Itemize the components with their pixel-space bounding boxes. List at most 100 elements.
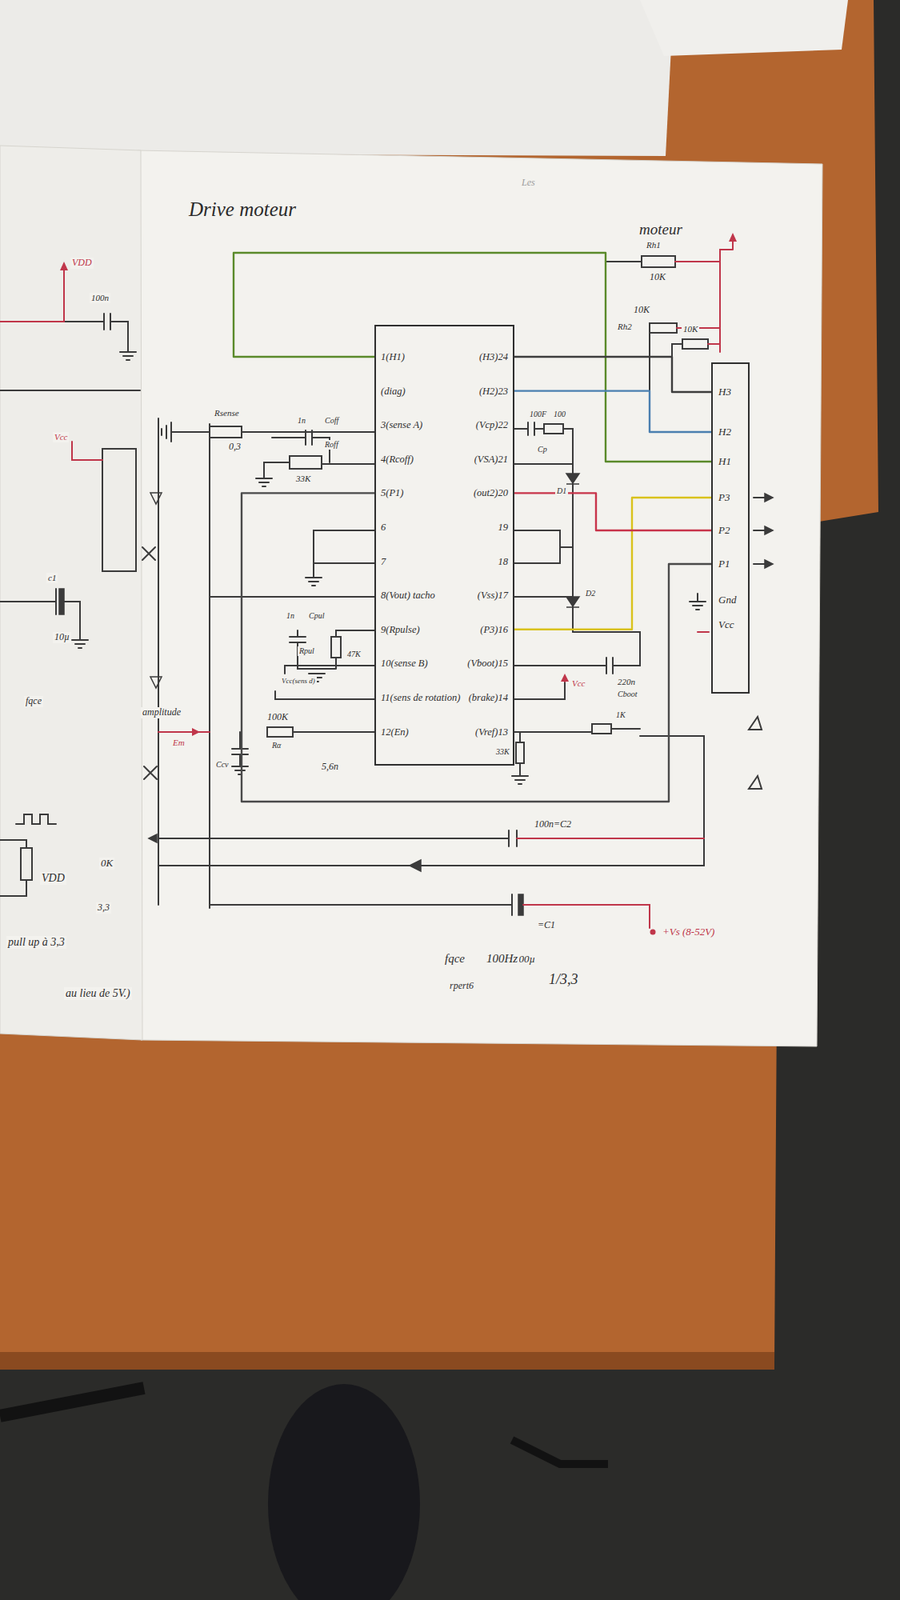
red-pencil-symbols [650, 929, 656, 936]
part-name: D1 [555, 486, 568, 496]
red-pencil-wiring [697, 631, 709, 633]
floor-objects [0, 1384, 608, 1600]
connector-pin-label: H3 [718, 386, 732, 399]
desk-edge [0, 1352, 775, 1370]
pencil-symbols [566, 473, 580, 484]
pencil-wiring [209, 894, 512, 916]
component-value: 10K [648, 272, 668, 284]
connector-pin-label: H1 [718, 456, 732, 468]
pencil-note: pull up à 3,3 [6, 936, 67, 949]
pencil-symbols [566, 483, 580, 485]
connector-pin-label: P2 [718, 524, 730, 537]
part-name: Rsense [212, 408, 241, 419]
pin-label: 10(sense B) [380, 657, 428, 669]
pencil-wiring [289, 456, 322, 469]
wire [514, 391, 712, 432]
pin-label: 6 [380, 521, 386, 533]
pencil-wiring [64, 313, 136, 360]
part-name: Roff [323, 440, 340, 450]
signal-name: Em [171, 737, 187, 748]
connector-pin-label: P3 [718, 492, 730, 504]
pin-label: 5(P1) [380, 487, 404, 499]
pin-label: 9(Rpulse) [380, 624, 420, 636]
component-value: 0K [99, 857, 115, 870]
component-value: 33K [294, 473, 312, 484]
paper-sheet [0, 0, 674, 156]
red-pencil-symbols [60, 261, 68, 271]
pencil-symbols [764, 526, 773, 535]
component-value: 100n [89, 292, 111, 304]
pencil-wiring [641, 256, 676, 268]
motor-connector: moteurH3H2H1P3P2P1GndVcc [711, 362, 750, 694]
pin-label: (Vcp)22 [476, 419, 508, 431]
pencil-note: fqce [24, 696, 44, 708]
red-pencil-symbols [192, 728, 200, 736]
pencil-wiring [16, 814, 56, 824]
pencil-wiring [20, 848, 32, 880]
component-value: 10µ [52, 632, 72, 644]
supply-label: Vcc [52, 432, 69, 443]
pencil-note: fqce [443, 952, 467, 966]
signal-name: Vcc [570, 678, 587, 689]
pencil-wiring [209, 596, 400, 598]
pencil-symbols [409, 860, 421, 872]
connector-pin-label: H2 [718, 426, 732, 439]
pencil-symbols [764, 493, 773, 502]
component-value: 33K [494, 747, 512, 757]
red-pencil-wiring [516, 837, 704, 840]
pencil-symbols [150, 676, 162, 688]
paper-sheet [137, 150, 823, 1047]
pencil-symbols [566, 606, 580, 608]
pin-label: 8(Vout) tacho [380, 589, 436, 601]
pencil-wiring [102, 448, 136, 572]
pencil-note: Les [520, 177, 537, 189]
part-name: Coff [323, 416, 340, 426]
connector-pin-label: Vcc [718, 619, 734, 632]
red-pencil-symbols [60, 232, 737, 936]
pin-label: (Vref)13 [475, 726, 508, 738]
pin-label: 4(Rcoff) [380, 453, 414, 465]
pin-label: 19 [498, 521, 509, 533]
pencil-wiring [142, 547, 157, 780]
paper-sheet [640, 0, 848, 56]
part-name: Rh1 [644, 240, 663, 251]
connector-heading: moteur [639, 220, 683, 239]
component-value: 1K [614, 710, 628, 720]
component-value: 10K [681, 324, 700, 335]
pencil-wiring [267, 727, 293, 737]
pencil-wiring [748, 716, 762, 730]
pencil-wiring [331, 636, 341, 658]
component-value: 5,6n [320, 761, 340, 773]
pin-label: (P3)16 [480, 624, 508, 636]
wire [514, 492, 712, 531]
pin-label: 7 [380, 556, 386, 568]
pencil-symbols [566, 596, 580, 607]
wire [514, 356, 712, 392]
pencil-note: au lieu de 5V.) [64, 987, 132, 1000]
floor-objects [268, 1384, 420, 1600]
red-pencil-wiring [72, 441, 103, 460]
pin-label: (H2)23 [479, 385, 508, 397]
component-value: 3,3 [96, 902, 112, 914]
supply-label: VDD [40, 872, 67, 885]
pin-label: 1(H1) [380, 351, 405, 363]
pencil-symbols [150, 492, 162, 504]
pencil-wiring [748, 776, 762, 789]
paper-sheet [0, 145, 143, 1040]
pencil-symbols [764, 560, 773, 568]
pencil-wiring [605, 261, 683, 392]
supply-label: +Vs (8-52V) [660, 926, 716, 939]
pencil-wiring [158, 830, 517, 847]
part-name: Rpul [297, 646, 316, 656]
pin-label: 11(sens de rotation) [380, 692, 460, 704]
part-name: c1 [46, 572, 58, 584]
component-value: 0,3 [227, 441, 243, 453]
ic-package: 1(H1)(diag)3(sense A)4(Rcoff)5(P1)678(Vo… [374, 324, 515, 766]
pencil-wiring [649, 323, 677, 333]
pencil-symbols [148, 834, 157, 843]
pin-label: 18 [498, 556, 509, 568]
floor-objects [512, 1440, 608, 1464]
